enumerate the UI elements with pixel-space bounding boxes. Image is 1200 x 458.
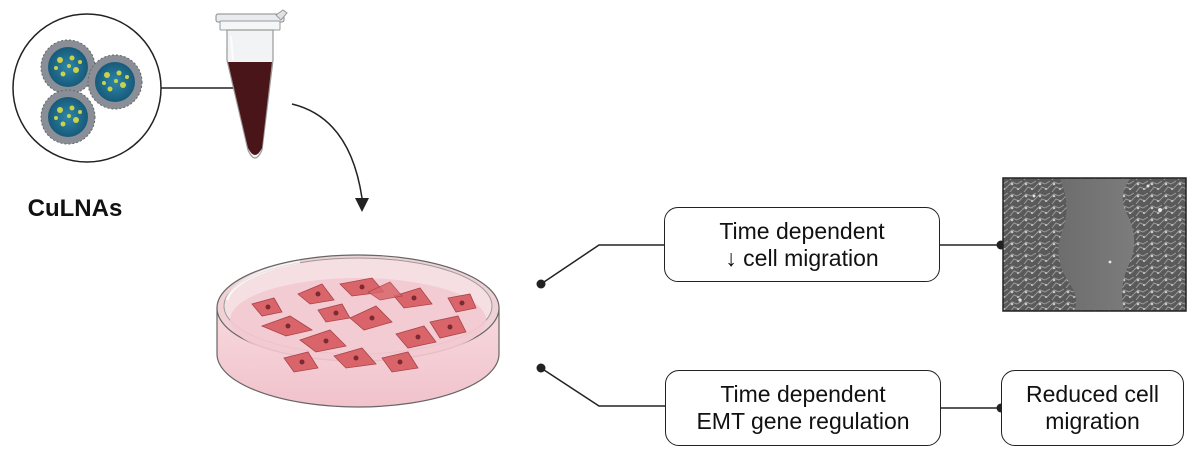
connector-dot-1 [536, 279, 546, 289]
outcome-box-emt-regulation: Time dependent EMT gene regulation [665, 370, 941, 446]
outcome-2-line-1: Time dependent [720, 381, 886, 407]
arrow-head-icon [355, 198, 369, 212]
nanoparticle-1 [40, 39, 96, 95]
connector-dish-to-box2 [540, 367, 665, 407]
outcome-box-cell-migration: Time dependent ↓ cell migration [664, 207, 940, 282]
nanoparticle-3 [40, 89, 96, 145]
culnas-particle-group [12, 13, 162, 163]
petri-dish [216, 254, 500, 408]
nanoparticle-2 [87, 54, 143, 110]
connector-dish-to-box1 [540, 244, 665, 285]
tube-liquid [228, 62, 272, 155]
connector-dot-2 [536, 363, 546, 373]
outcome-1-line-1: Time dependent [719, 217, 885, 244]
culnas-label: CuLNAs [27, 195, 123, 222]
outcome-2-line-2: EMT gene regulation [696, 408, 910, 434]
microscopy-image [1002, 177, 1187, 312]
outcome-3-line-1: Reduced cell [1026, 381, 1159, 407]
outcome-box-reduced-migration: Reduced cell migration [1001, 370, 1184, 446]
connector-lines [540, 244, 1001, 409]
transfer-arrow [291, 103, 369, 212]
microcentrifuge-tube [215, 9, 288, 159]
outcome-1-line-2: ↓ cell migration [725, 244, 879, 271]
outcome-3-line-2: migration [1045, 408, 1140, 434]
